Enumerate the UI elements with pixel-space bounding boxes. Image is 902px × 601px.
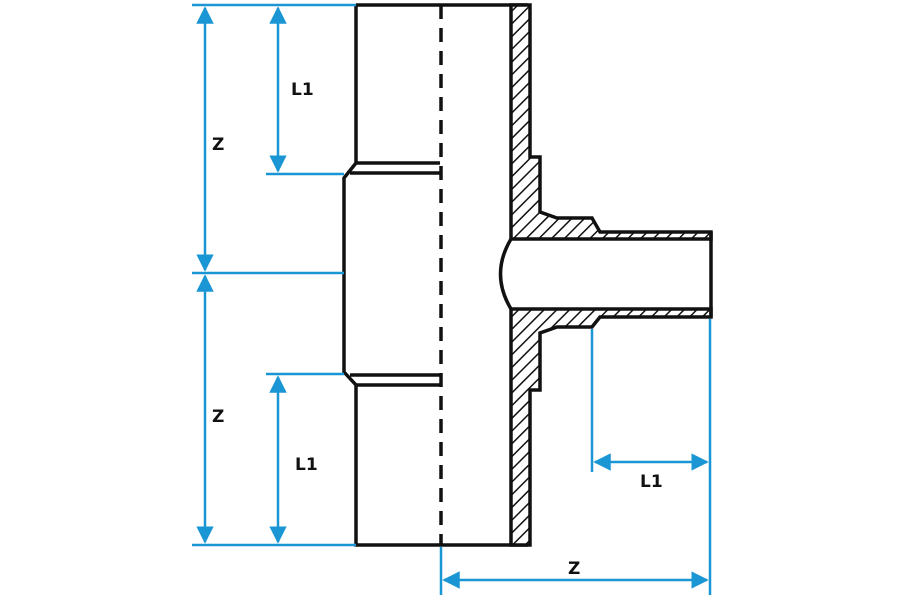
dimension-labels: Z L1 Z L1 L1 Z [212,80,663,579]
label-z-lower: Z [212,407,224,427]
label-l1-branch: L1 [640,472,663,492]
section-hatched-wall [509,3,713,547]
wall-section-upper [509,3,713,241]
label-z-upper: Z [212,135,224,155]
branch-bore-curve [498,238,513,310]
dimensions [192,3,712,595]
label-l1-upper: L1 [291,80,314,100]
label-l1-lower: L1 [295,455,318,475]
wall-section-lower [509,307,713,547]
label-z-branch: Z [568,559,580,579]
